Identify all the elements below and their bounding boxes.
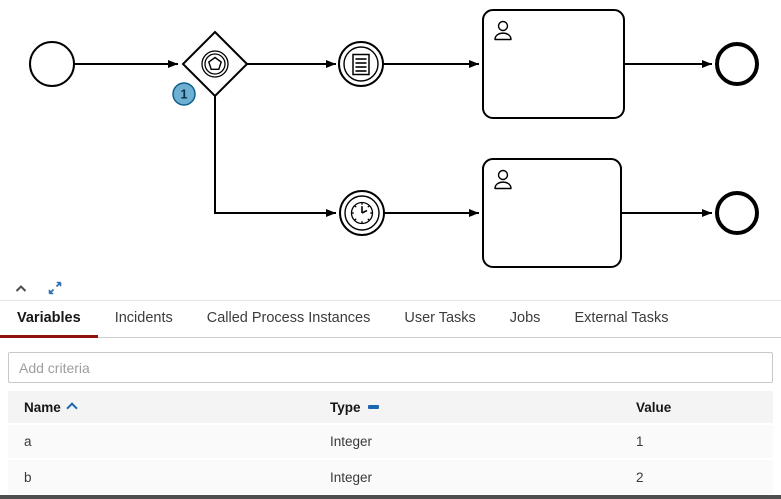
bpmn-diagram: 1: [0, 0, 781, 276]
horizontal-scrollbar[interactable]: [0, 495, 781, 499]
tab-user-tasks[interactable]: User Tasks: [387, 301, 492, 338]
variable-type-cell: Integer: [314, 423, 620, 459]
tab-called-process-instances[interactable]: Called Process Instances: [190, 301, 388, 338]
variable-value-cell: 2: [620, 458, 773, 494]
detail-tabs: Variables Incidents Called Process Insta…: [0, 300, 781, 338]
table-row[interactable]: b Integer 2: [8, 458, 773, 494]
column-label: Value: [636, 399, 672, 415]
conditional-catch-event[interactable]: [338, 41, 384, 87]
variables-table: Name Type Value a Integer 1 b Integer 2: [8, 391, 773, 494]
variable-value-cell: 1: [620, 423, 773, 459]
sort-ascending-icon[interactable]: [66, 401, 78, 414]
collapse-panel-button[interactable]: [12, 280, 30, 296]
chevron-up-icon: [15, 285, 27, 292]
tab-label: Jobs: [509, 310, 541, 326]
user-task-1[interactable]: [482, 9, 625, 119]
activity-instance-badge[interactable]: 1: [172, 82, 196, 106]
user-icon: [494, 20, 512, 41]
tab-label: Incidents: [114, 310, 173, 326]
column-header-name[interactable]: Name: [8, 391, 314, 424]
filter-bar: [0, 338, 781, 391]
panel-controls: [0, 276, 781, 300]
user-icon: [494, 169, 512, 190]
end-event-2[interactable]: [715, 191, 759, 235]
maximize-panel-button[interactable]: [46, 280, 64, 296]
tab-label: User Tasks: [404, 310, 476, 326]
table-row[interactable]: a Integer 1: [8, 423, 773, 459]
user-task-2[interactable]: [482, 158, 622, 268]
tab-external-tasks[interactable]: External Tasks: [557, 301, 685, 338]
tab-variables[interactable]: Variables: [0, 301, 98, 338]
column-label: Type: [330, 399, 361, 415]
tab-label: Variables: [17, 310, 81, 326]
timer-catch-event[interactable]: [339, 190, 385, 236]
tab-label: External Tasks: [574, 310, 669, 326]
tab-incidents[interactable]: Incidents: [98, 301, 190, 338]
end-event-1[interactable]: [715, 42, 759, 86]
variable-type-cell: Integer: [314, 458, 620, 494]
column-header-type[interactable]: Type: [314, 391, 620, 424]
column-label: Name: [24, 399, 61, 415]
add-criteria-input[interactable]: [8, 352, 773, 383]
column-header-value[interactable]: Value: [620, 391, 773, 424]
bpmn-canvas[interactable]: 1: [0, 0, 781, 276]
variable-name-cell: a: [8, 423, 314, 459]
remove-sort-icon[interactable]: [367, 405, 379, 409]
table-header-row: Name Type Value: [8, 391, 773, 424]
sequence-flow: [214, 96, 336, 217]
variable-name-cell: b: [8, 458, 314, 494]
start-event[interactable]: [29, 41, 75, 87]
tab-label: Called Process Instances: [206, 310, 371, 326]
badge-count: 1: [181, 88, 188, 102]
tab-jobs[interactable]: Jobs: [493, 301, 558, 338]
expand-icon: [48, 281, 62, 295]
